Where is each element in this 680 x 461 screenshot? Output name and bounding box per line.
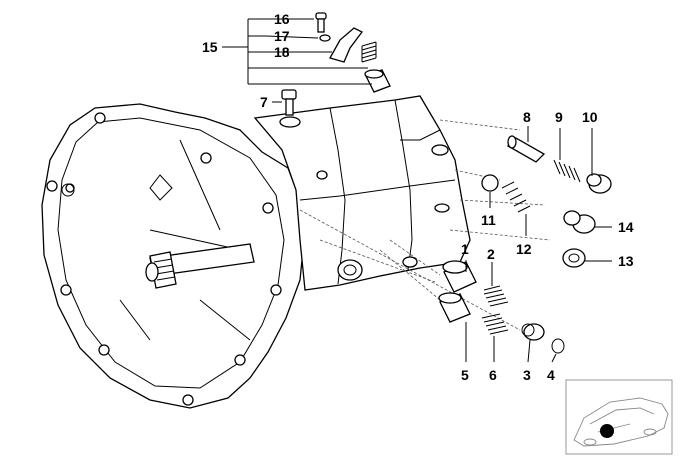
part-11-ball: [481, 174, 499, 192]
callout-18: 18: [274, 44, 290, 60]
callout-11: 11: [481, 212, 496, 228]
part-16-bolt: [315, 12, 327, 33]
callout-16: 16: [274, 11, 290, 27]
callout-7: 7: [260, 94, 268, 110]
part-6-spring: [481, 313, 509, 335]
callout-2: 2: [487, 246, 495, 262]
part-5-sleeve: [438, 292, 471, 323]
callout-8: 8: [523, 109, 531, 125]
part-14-plug: [563, 210, 596, 234]
part-17-washer: [319, 34, 331, 42]
part-1-sleeve: [442, 260, 477, 293]
callout-labels: 16 17 18 15 7 8 9 10 11 12 14 13 1 2 5 6…: [202, 11, 634, 383]
callout-14: 14: [618, 219, 634, 235]
callout-4: 4: [547, 367, 555, 383]
part-13-plug: [562, 248, 586, 268]
part-7-bolt: [281, 89, 297, 116]
part-9-spring: [553, 159, 581, 183]
part-8-pin: [506, 135, 546, 163]
part-2-spring: [483, 285, 509, 307]
callout-10: 10: [582, 109, 598, 125]
callout-5: 5: [461, 367, 469, 383]
callout-15: 15: [202, 39, 218, 55]
part-3-cap: [521, 323, 545, 341]
car-locator-icon: [573, 397, 669, 447]
locator-inset: [565, 379, 673, 455]
callout-1: 1: [461, 241, 469, 257]
callout-13: 13: [618, 253, 634, 269]
transmission-housing: [41, 95, 551, 409]
leader-lines: [222, 18, 612, 363]
part-4-ring: [551, 338, 565, 354]
part-18-bracket: [329, 27, 363, 63]
spring-upper: [361, 41, 377, 63]
plunger-upper: [364, 69, 391, 93]
callout-6: 6: [489, 367, 497, 383]
callout-17: 17: [274, 28, 290, 44]
callout-9: 9: [555, 109, 563, 125]
callout-3: 3: [523, 367, 531, 383]
part-12-spring: [501, 181, 531, 213]
location-marker: [600, 424, 614, 438]
callout-12: 12: [516, 241, 532, 257]
part-10-plug: [586, 173, 612, 194]
